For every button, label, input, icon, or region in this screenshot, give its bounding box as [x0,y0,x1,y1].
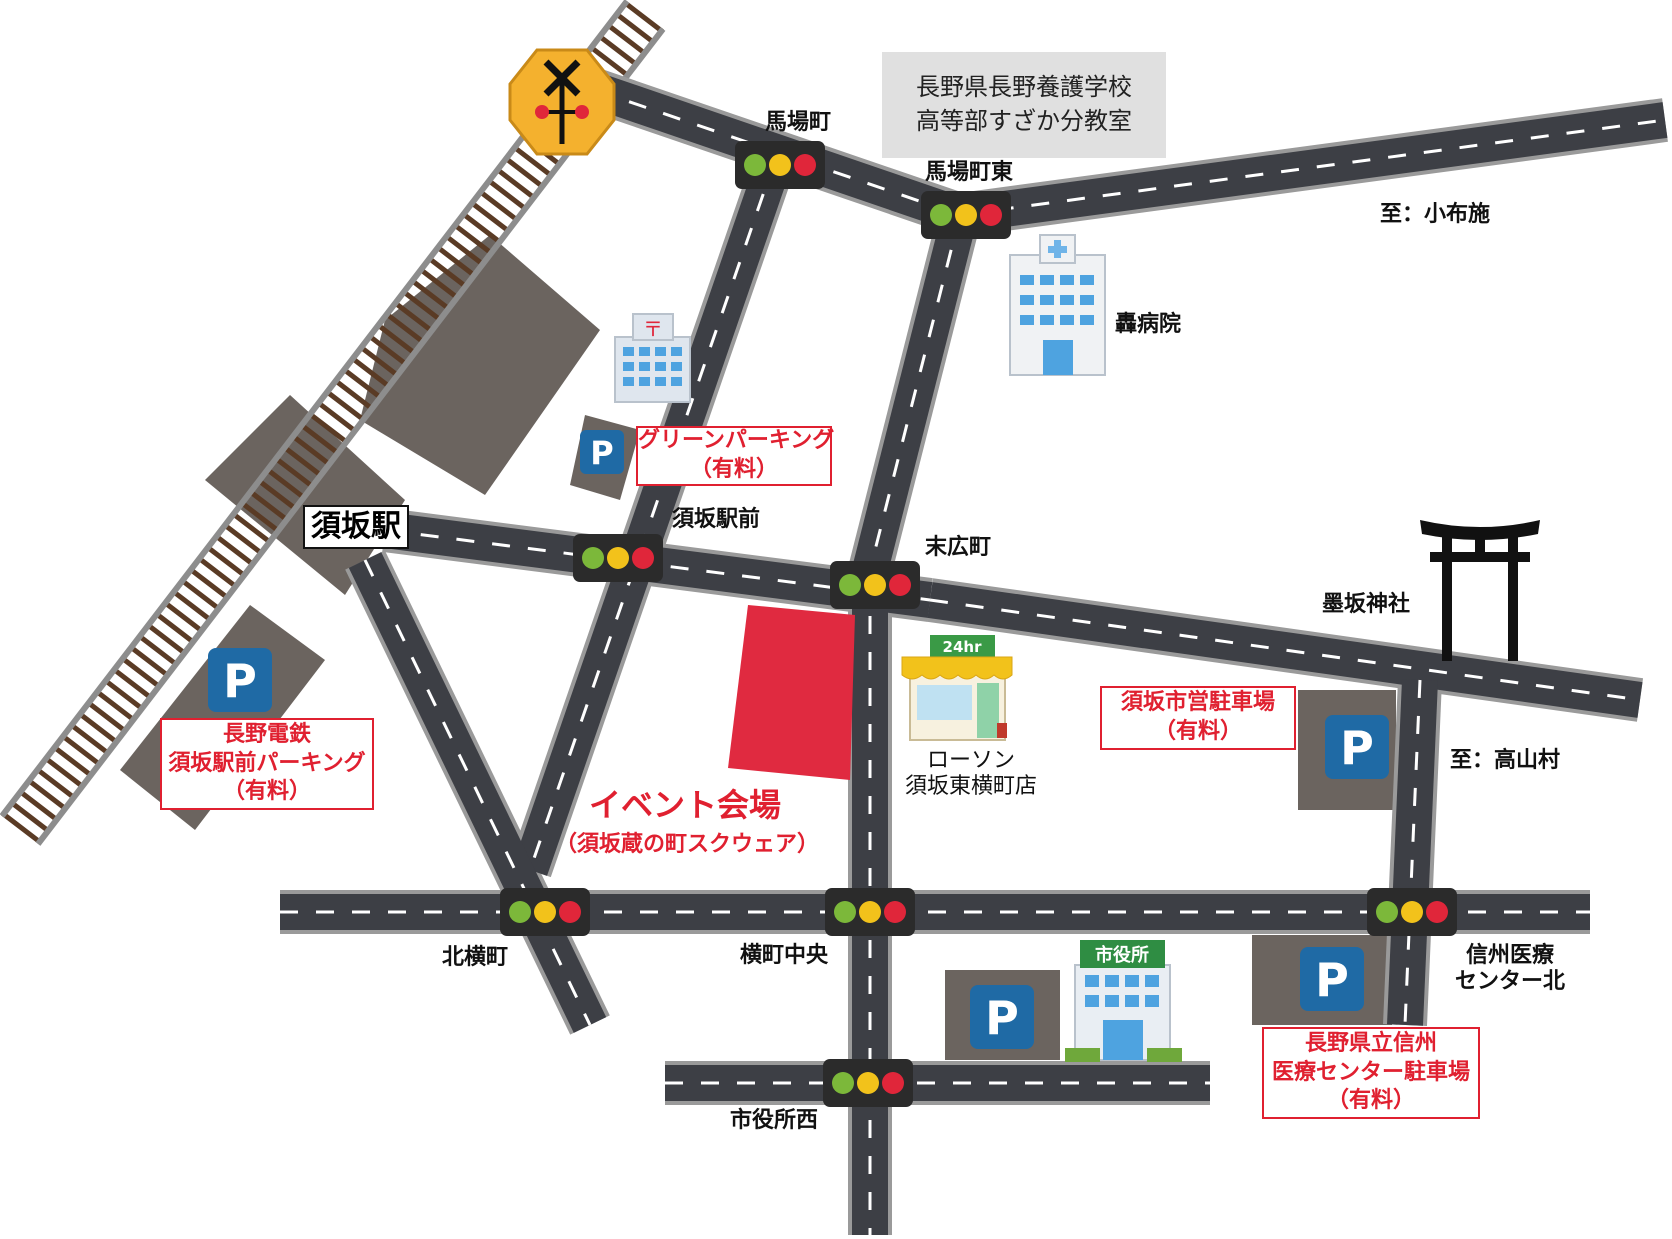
station-label: 須坂駅 [303,505,409,549]
intersection-label-kitayokomachi: 北横町 [442,945,509,970]
parking-symbol-text: P [590,434,613,472]
city-hall-sign-text: 市役所 [1095,944,1149,966]
lawson-label: ローソン 須坂東横町店 [905,748,1038,800]
school-label-line1: 長野県長野養護学校 [916,73,1132,102]
intersection-label-yokomachi-chuo: 横町中央 [740,943,829,968]
intersection-label-babacho-higashi: 馬場町東 [925,160,1014,185]
station-building-block [360,235,600,495]
parking-symbol-text: P [1315,953,1349,1007]
post-office-icon: 〒 [614,313,691,403]
intersection-label-shiyakusho-nishi: 市役所西 [730,1108,819,1133]
svg-text:〒: 〒 [643,317,663,341]
event-venue-subtitle: （須坂蔵の町スクウェア） [555,832,820,857]
nagano-dentetsu-parking-label: 長野電鉄 須坂駅前パーキング （有料） [160,718,374,810]
traffic-light-icon [573,534,663,582]
intersection-label-shinshu-center-kita: 信州医療 センター北 [1455,943,1566,995]
event-venue-title: イベント会場 [588,786,781,824]
intersection-label-babacho: 馬場町 [765,110,832,135]
school-label: 長野県長野養護学校 高等部すざか分教室 [882,52,1166,158]
traffic-light-icon [735,141,825,189]
event-venue-area [728,605,855,780]
parking-icon: P [208,648,272,712]
shinshu-parking-label: 長野県立信州 医療センター駐車場 （有料） [1262,1027,1480,1119]
intersection-label-suzaka-ekimae: 須坂駅前 [672,507,761,532]
convenience-store-icon: 24hr [901,635,1013,741]
green-parking-label: グリーンパーキング （有料） [636,426,834,486]
parking-icon: P [970,985,1034,1049]
event-venue-label: イベント会場 （須坂蔵の町スクウェア） [555,780,820,858]
parking-symbol-text: P [985,991,1019,1045]
parking-symbol-text: P [223,654,257,708]
traffic-light-icon [830,561,920,609]
direction-label-takayama: 至：高山村 [1450,748,1561,773]
direction-label-obuse: 至：小布施 [1380,202,1491,227]
parking-icon: P [1325,715,1389,779]
parking-icon: P [580,430,624,474]
parking-icon: P [1300,947,1364,1011]
store-sign-text: 24hr [943,638,983,656]
shrine-label: 墨坂神社 [1322,592,1411,617]
parking-signs: P P P P P [208,430,1389,1049]
intersection-label-suehirocho: 末広町 [925,535,992,560]
parking-symbol-text: P [1340,721,1374,775]
school-label-line2: 高等部すざか分教室 [916,107,1132,135]
railroad-crossing-icon [508,48,616,156]
city-hall-icon: 市役所 [1065,940,1182,1062]
traffic-light-icon [921,191,1011,239]
traffic-light-icon [500,888,590,936]
city-parking-label: 須坂市営駐車場 （有料） [1100,686,1296,750]
hospital-icon [1009,234,1106,376]
traffic-lights [500,141,1457,1107]
hospital-label: 轟病院 [1115,312,1182,337]
traffic-light-icon [1367,888,1457,936]
torii-gate-icon [1420,520,1540,661]
traffic-light-icon [825,888,915,936]
traffic-light-icon [823,1059,913,1107]
